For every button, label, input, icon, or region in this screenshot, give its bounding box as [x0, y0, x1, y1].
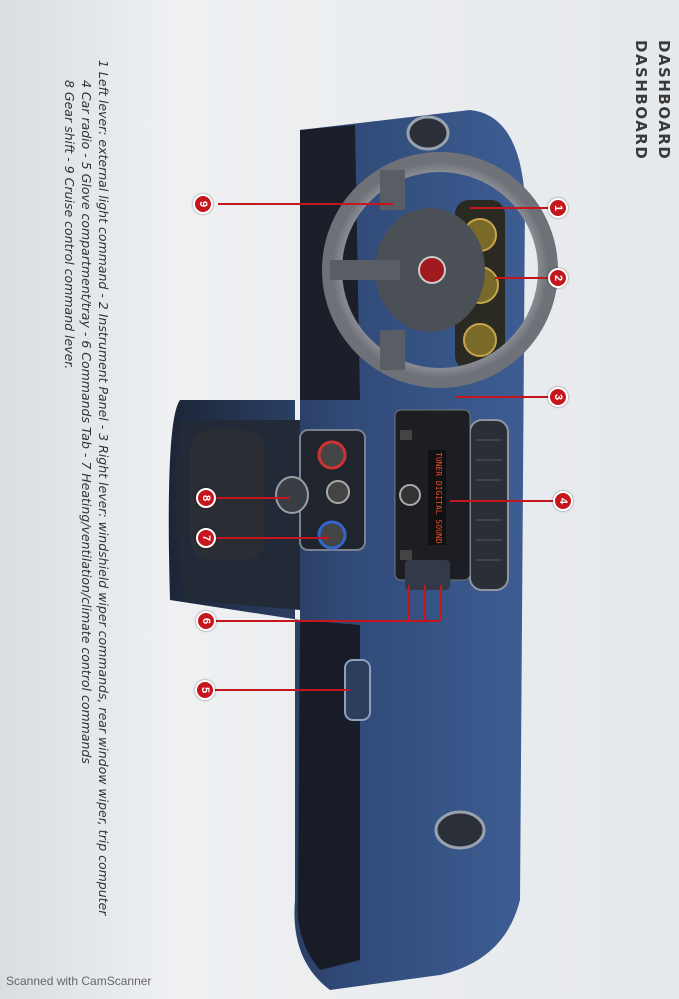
gear-boot [190, 430, 265, 560]
caption-line-2: 4 Car radio - 5 Glove compartment/tray -… [79, 80, 94, 764]
radio-display-text: TUNER DIGITAL SOUND [434, 452, 443, 544]
callout-8: 8 [196, 488, 216, 508]
callout-9: 9 [193, 194, 213, 214]
callout-7: 7 [196, 528, 216, 548]
callout-3: 3 [548, 387, 568, 407]
right-vent [434, 810, 486, 850]
caption-block: 1 Left lever: external light command - 2… [42, 60, 112, 920]
fiat-logo [418, 256, 446, 284]
radio-display [428, 450, 446, 545]
dashboard-heading: DASHBOARD [632, 40, 650, 161]
callout-1: 1 [548, 198, 568, 218]
commands-tab [405, 560, 450, 590]
callout-2: 2 [548, 268, 568, 288]
callout-4: 4 [553, 491, 573, 511]
left-vent [406, 115, 450, 151]
caption-line-1: 1 Left lever: external light command - 2… [96, 60, 111, 916]
scanner-watermark: Scanned with CamScanner [6, 974, 152, 988]
callout-6: 6 [196, 611, 216, 631]
page-title: DASHBOARD [655, 40, 673, 161]
gear-knob [275, 476, 309, 514]
caption-line-3: 8 Gear shift - 9 Cruise control command … [62, 80, 77, 370]
callout-5: 5 [195, 680, 215, 700]
